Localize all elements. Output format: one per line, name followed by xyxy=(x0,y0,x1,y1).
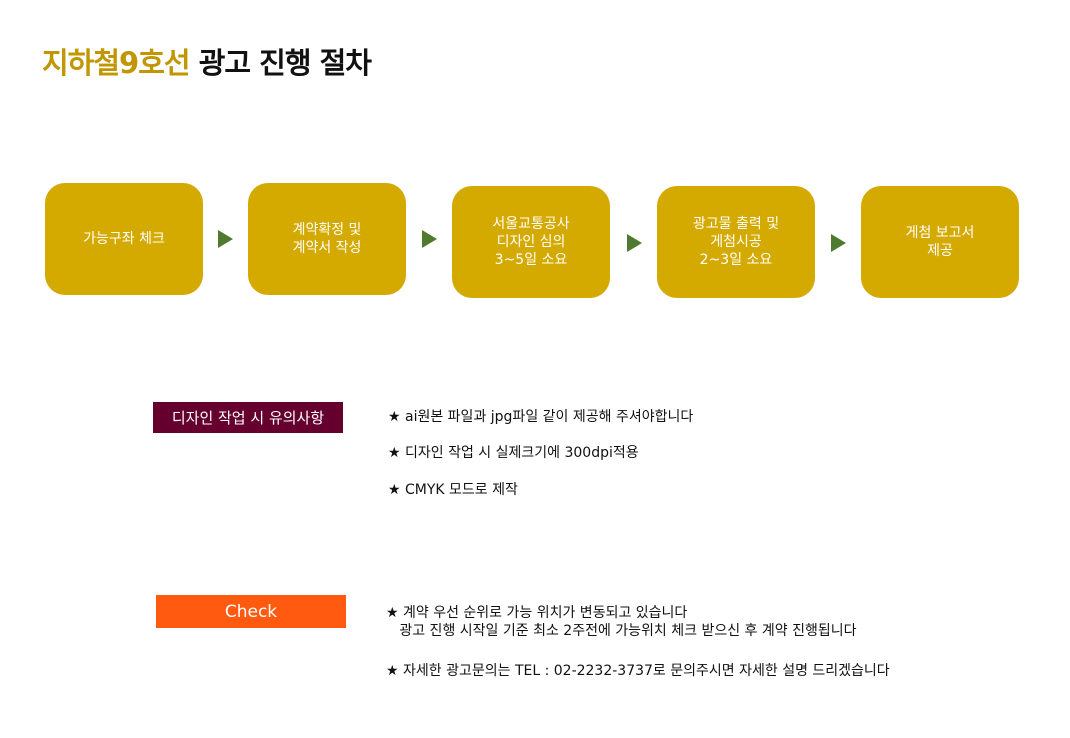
page-title: 지하철9호선 광고 진행 절차 xyxy=(42,40,372,82)
design-note-2: ★ 디자인 작업 시 실제크기에 300dpi적용 xyxy=(388,445,639,461)
arrow-4-icon xyxy=(831,234,846,252)
check-note-2: ★ 자세한 광고문의는 TEL : 02-2232-3737로 문의주시면 자세… xyxy=(386,663,890,679)
arrow-1-icon xyxy=(218,230,233,248)
check-note-1-line-2: 광고 진행 시작일 기준 최소 2주전에 가능위치 체크 받으신 후 계약 진행… xyxy=(386,623,857,639)
check-note-1-line-1: ★ 계약 우선 순위로 가능 위치가 변동되고 있습니다 xyxy=(386,605,688,621)
check-badge: Check xyxy=(156,595,346,628)
check-notes-list: ★ 계약 우선 순위로 가능 위치가 변동되고 있습니다 광고 진행 시작일 기… xyxy=(386,604,890,680)
step-4: 광고물 출력 및 게첨시공 2~3일 소요 xyxy=(657,186,815,298)
step-2: 계약확정 및 계약서 작성 xyxy=(248,183,406,295)
design-note-3: ★ CMYK 모드로 제작 xyxy=(388,482,518,498)
design-note-1: ★ ai원본 파일과 jpg파일 같이 제공해 주셔야합니다 xyxy=(388,409,694,425)
step-3: 서울교통공사 디자인 심의 3~5일 소요 xyxy=(452,186,610,298)
step-5: 게첨 보고서 제공 xyxy=(861,186,1019,298)
arrow-3-icon xyxy=(627,234,642,252)
title-accent: 지하철9호선 xyxy=(42,46,191,80)
arrow-2-icon xyxy=(422,230,437,248)
design-notes-list: ★ ai원본 파일과 jpg파일 같이 제공해 주셔야합니다 ★ 디자인 작업 … xyxy=(388,408,693,499)
design-notes-badge: 디자인 작업 시 유의사항 xyxy=(153,402,343,433)
title-rest: 광고 진행 절차 xyxy=(198,46,372,80)
step-1: 가능구좌 체크 xyxy=(45,183,203,295)
